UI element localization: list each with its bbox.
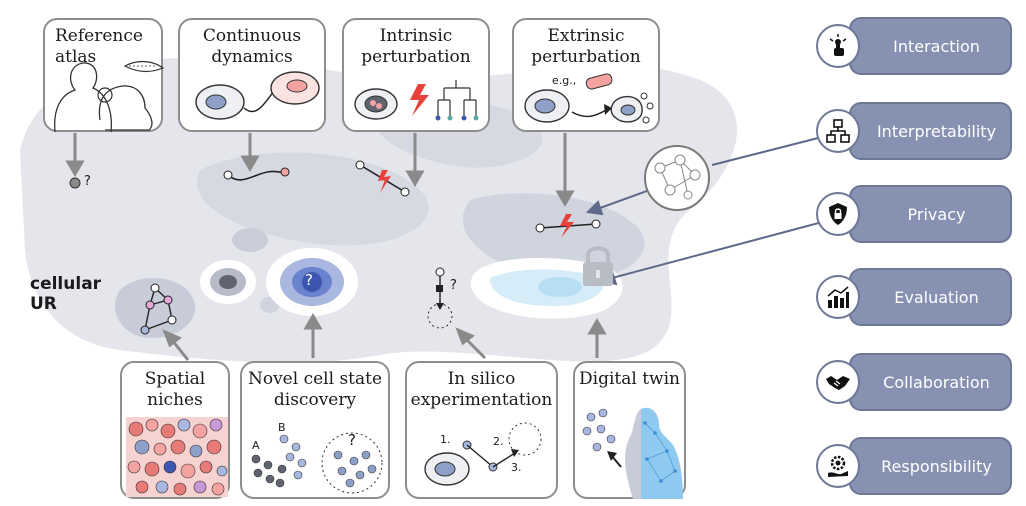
step-2-label: 2. bbox=[493, 435, 504, 448]
pillar-label: Privacy bbox=[907, 204, 966, 224]
pillar-interpretability: Interpretability bbox=[849, 102, 1012, 160]
box-title: Reference atlas bbox=[55, 26, 143, 67]
box-title: Extrinsic perturbation bbox=[531, 26, 641, 67]
pillar-label: Evaluation bbox=[894, 287, 979, 307]
intrinsic-icon bbox=[354, 80, 479, 121]
spatial-niches-box: Spatial niches bbox=[120, 361, 230, 499]
handshake-icon bbox=[816, 360, 860, 404]
atlas-question-mark: ? bbox=[84, 174, 91, 189]
in-silico-box: In silico experimentation 1. 2. 3. bbox=[405, 361, 558, 499]
cluster-label-a: A bbox=[252, 439, 260, 452]
box-title: Continuous dynamics bbox=[202, 26, 302, 67]
pointer-touch-icon bbox=[816, 24, 860, 68]
shield-lock-icon bbox=[816, 192, 860, 236]
reference-atlas-box: Reference atlas bbox=[43, 18, 165, 133]
box-title: Novel cell state discovery bbox=[247, 369, 383, 410]
novel-state-question-mark: ? bbox=[305, 271, 313, 289]
step-3-label: 3. bbox=[511, 461, 522, 474]
pillar-label: Collaboration bbox=[883, 372, 990, 392]
continuous-dynamics-box: Continuous dynamics bbox=[178, 18, 326, 132]
pillar-label: Interaction bbox=[893, 36, 980, 56]
novel-cell-state-box: Novel cell state discovery A B ? bbox=[240, 361, 390, 499]
intrinsic-perturbation-box: Intrinsic perturbation bbox=[342, 18, 490, 132]
box-title: Spatial niches bbox=[144, 369, 206, 410]
pillar-label: Interpretability bbox=[876, 121, 997, 141]
in-silico-question-mark: ? bbox=[450, 278, 457, 293]
lock-icon bbox=[583, 246, 613, 286]
atlas-query-cell bbox=[69, 177, 81, 189]
twin-figure-icon bbox=[582, 407, 683, 499]
step-1-label: 1. bbox=[440, 433, 451, 446]
pillar-collaboration: Collaboration bbox=[849, 353, 1012, 411]
unknown-cluster-mark: ? bbox=[348, 431, 356, 449]
hierarchy-icon bbox=[816, 109, 860, 153]
example-note: e.g., bbox=[552, 74, 577, 87]
pillar-label: Responsibility bbox=[881, 456, 992, 476]
extrinsic-icon bbox=[524, 73, 654, 124]
extrinsic-perturbation-box: Extrinsic perturbation e.g., bbox=[512, 18, 660, 132]
novel-state-marker bbox=[302, 272, 322, 292]
cluster-label-b: B bbox=[278, 421, 286, 434]
box-title: In silico experimentation bbox=[410, 369, 553, 410]
clusters-icon bbox=[251, 432, 383, 494]
tissue-icon bbox=[126, 417, 228, 497]
pillar-privacy: Privacy bbox=[849, 185, 1012, 243]
cellular-ur-label: cellular UR bbox=[30, 274, 102, 314]
network-magnifier-icon bbox=[644, 145, 710, 211]
gear-hand-icon bbox=[816, 444, 860, 488]
bar-chart-icon bbox=[816, 275, 860, 319]
pillar-evaluation: Evaluation bbox=[849, 268, 1012, 326]
organisms-icon bbox=[54, 60, 165, 133]
cell-transition-icon bbox=[195, 71, 320, 120]
pillar-responsibility: Responsibility bbox=[849, 437, 1012, 495]
pillar-interaction: Interaction bbox=[849, 17, 1012, 75]
box-title: Digital twin bbox=[579, 369, 680, 389]
digital-twin-box: Digital twin bbox=[573, 361, 686, 499]
steps-icon bbox=[424, 422, 542, 486]
box-title: Intrinsic perturbation bbox=[361, 26, 471, 67]
